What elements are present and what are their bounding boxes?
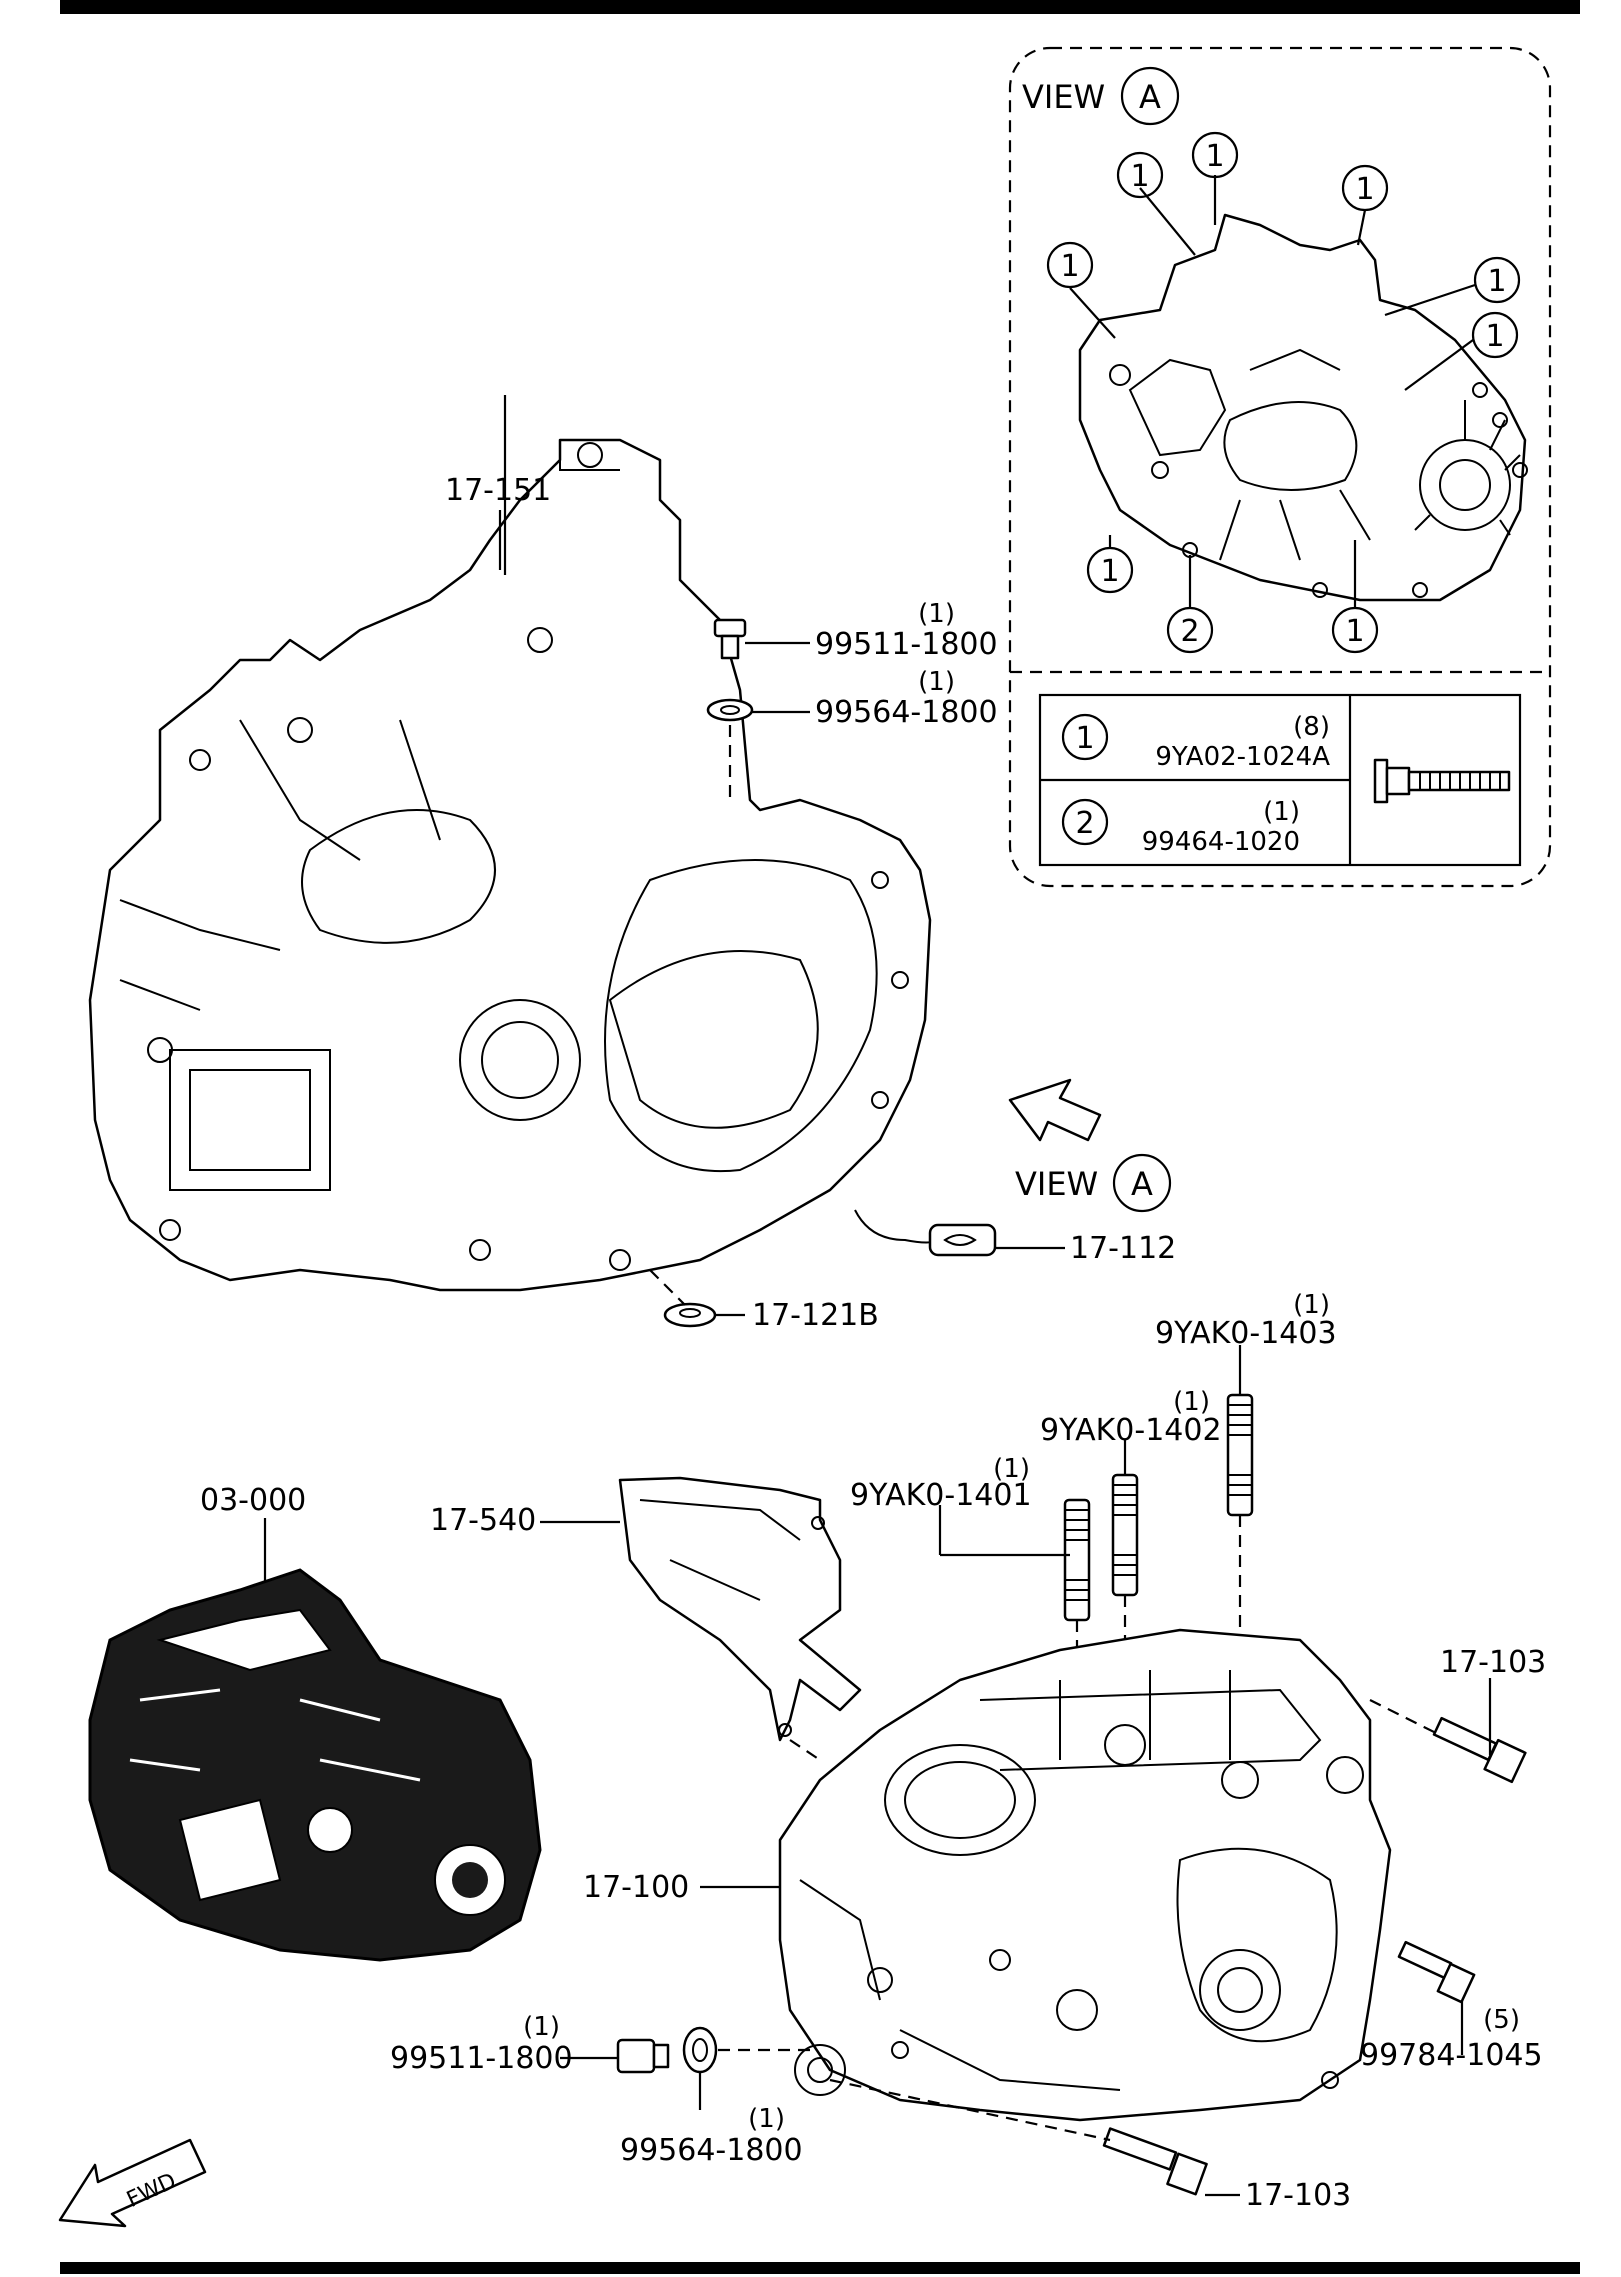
- label-17-112: 17-112: [1070, 1231, 1176, 1266]
- case-bolt-part: 99784-1045: [1360, 2038, 1543, 2073]
- table-row-2-qty: (1): [1263, 797, 1300, 827]
- callout-1: 1: [1345, 614, 1364, 649]
- label-17-103-right: 17-103: [1440, 1645, 1546, 1680]
- bolt-17-103-right: [1432, 1716, 1527, 1784]
- top-washer: [706, 698, 754, 722]
- bolt-icon: [1373, 758, 1511, 804]
- view-a-panel: VIEW A 1 1 1: [1008, 46, 1552, 888]
- transmission-assembly: [88, 1568, 542, 1962]
- view-a-case-drawing: [1078, 213, 1528, 602]
- stud3-part: 9YAK0-1403: [1155, 1316, 1337, 1351]
- top-washer-qty: (1): [918, 667, 955, 697]
- stud1-part: 9YAK0-1401: [850, 1478, 1032, 1513]
- label-17-103-bottom: 17-103: [1245, 2178, 1351, 2213]
- case-bolt-qty: (5): [1483, 2005, 1520, 2035]
- callout-1: 1: [1100, 554, 1119, 589]
- label-17-151: 17-151: [445, 473, 551, 508]
- callout-1: 1: [1130, 159, 1149, 194]
- label-17-100: 17-100: [583, 1870, 689, 1905]
- callout-1: 1: [1205, 139, 1224, 174]
- callout-1: 1: [1355, 172, 1374, 207]
- stud-9yak0-1402: [1111, 1473, 1139, 1597]
- top-border: [60, 0, 1580, 14]
- bolt-table: 1 (8) 9YA02-1024A 2 (1) 99464-1020: [1038, 693, 1522, 867]
- bell-housing: [88, 438, 932, 1292]
- callout-1: 1: [1485, 319, 1504, 354]
- stud2-qty: (1): [1173, 1387, 1210, 1417]
- view-callout-text: VIEW: [1015, 1165, 1098, 1203]
- fwd-arrow-icon: FWD: [58, 2138, 207, 2228]
- case-bolt: [1397, 1940, 1476, 2004]
- sensor: [854, 1209, 997, 1257]
- bottom-border: [60, 2262, 1580, 2274]
- stud1-qty: (1): [993, 1454, 1030, 1484]
- label-03-000: 03-000: [200, 1483, 306, 1518]
- view-a-frame: [1008, 46, 1552, 888]
- bottom-drain-plug: [616, 2038, 670, 2074]
- stud2-part: 9YAK0-1402: [1040, 1413, 1222, 1448]
- bottom-washer-qty: (1): [748, 2104, 785, 2134]
- table-row-1-part: 9YA02-1024A: [1155, 742, 1330, 772]
- bottom-plug-part: 99511-1800: [390, 2041, 573, 2076]
- top-washer-part: 99564-1800: [815, 695, 998, 730]
- table-row-2-part: 99464-1020: [1142, 827, 1300, 857]
- bottom-plug-qty: (1): [523, 2012, 560, 2042]
- view-callout-letter: A: [1131, 1165, 1153, 1203]
- callout-2: 2: [1180, 614, 1199, 649]
- view-direction-arrow-icon: [1008, 1078, 1102, 1142]
- top-plug-part: 99511-1800: [815, 627, 998, 662]
- transmission-case: [778, 1628, 1392, 2122]
- view-a-callouts: 1 1 1 1 1 1 1 2 1: [1046, 131, 1521, 654]
- callout-1: 1: [1487, 264, 1506, 299]
- top-drain-plug: [713, 618, 747, 660]
- cover-17-540: [618, 1476, 862, 1742]
- table-row-1-qty: (8): [1293, 712, 1330, 742]
- bottom-washer: [682, 2026, 718, 2074]
- bottom-washer-part: 99564-1800: [620, 2133, 803, 2168]
- stud-9yak0-1403: [1226, 1393, 1254, 1517]
- bolt-17-103-bottom: [1102, 2127, 1208, 2196]
- view-a-letter: A: [1139, 78, 1161, 116]
- label-17-121b: 17-121B: [752, 1298, 879, 1333]
- table-row-1-ref: 1: [1075, 721, 1094, 756]
- view-a-title: VIEW: [1022, 78, 1105, 116]
- table-row-2-ref: 2: [1075, 806, 1094, 841]
- callout-1: 1: [1060, 249, 1079, 284]
- top-plug-qty: (1): [918, 599, 955, 629]
- label-17-540: 17-540: [430, 1503, 536, 1538]
- stud-9yak0-1401: [1063, 1498, 1091, 1622]
- spacer-17-121b: [663, 1302, 717, 1328]
- stud3-qty: (1): [1293, 1290, 1330, 1320]
